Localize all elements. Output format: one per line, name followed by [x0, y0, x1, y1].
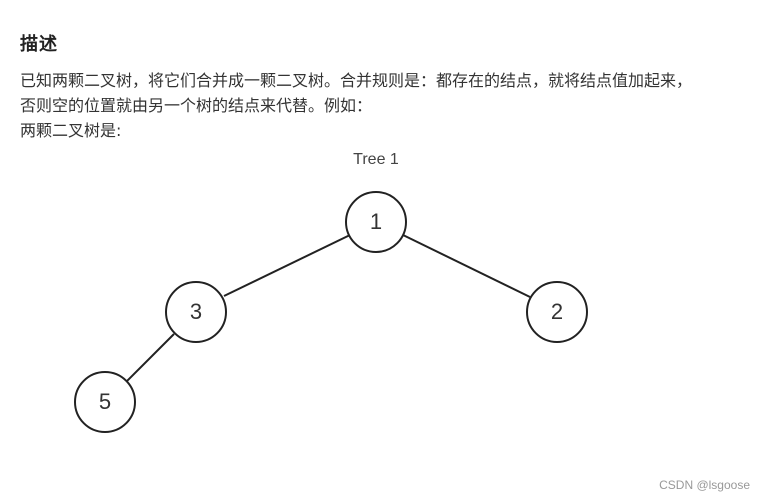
- watermark: CSDN @lsgoose: [659, 478, 750, 492]
- description-line: 已知两颗二叉树，将它们合并成一颗二叉树。合并规则是：都存在的结点，就将结点值加起…: [20, 71, 693, 90]
- tree-node-circle: [74, 371, 136, 433]
- tree-node-label: 5: [99, 389, 111, 414]
- description-paragraph: 已知两颗二叉树，将它们合并成一颗二叉树。合并规则是：都存在的结点，就将结点值加起…: [20, 68, 760, 143]
- tree-node-label: 1: [370, 209, 382, 234]
- tree-diagram: Tree 1 1 3 2 5: [74, 151, 588, 433]
- tree-node-circle: [345, 191, 407, 253]
- tree-node-circle: [526, 281, 588, 343]
- tree-node: 5: [74, 371, 136, 433]
- description-line: 两颗二叉树是:: [20, 121, 122, 140]
- tree-node-circle: [165, 281, 227, 343]
- tree-node: 2: [526, 281, 588, 343]
- tree-edge-1-3: [223, 234, 351, 297]
- tree-node-label: 2: [551, 299, 563, 324]
- tree-node-label: 3: [190, 299, 202, 324]
- tree-edge-3-5: [125, 333, 175, 383]
- description-line: 否则空的位置就由另一个树的结点来代替。例如：: [20, 96, 373, 115]
- tree-node: 1: [345, 191, 407, 253]
- tree-title: Tree 1: [353, 151, 399, 168]
- section-heading: 描述: [20, 34, 58, 55]
- tree-edge-1-2: [402, 234, 531, 298]
- tree-node: 3: [165, 281, 227, 343]
